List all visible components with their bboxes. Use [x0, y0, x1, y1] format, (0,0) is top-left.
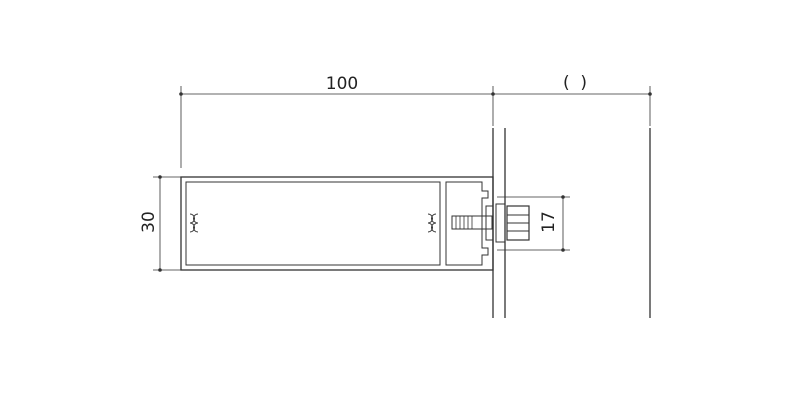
bolt-dimension: 17 — [497, 195, 570, 252]
washer — [495, 203, 506, 243]
dim-tick-bolt-top — [561, 195, 565, 199]
profile-main-chamber — [185, 181, 441, 266]
dimension-open-label: ( ) — [563, 73, 587, 93]
screw-port-left-mirror — [193, 213, 199, 233]
main-profile — [180, 176, 494, 271]
dim-tick-right — [648, 92, 652, 96]
top-dimension: 100 ( ) — [179, 73, 652, 168]
bolt-assembly — [451, 203, 530, 243]
screw-port-right — [427, 213, 433, 233]
dimension-width-label: 100 — [326, 74, 358, 94]
dim-tick-bottom — [158, 268, 162, 272]
screw-port-left — [189, 213, 195, 233]
dim-tick-top — [158, 175, 162, 179]
dim-tick-mid — [491, 92, 495, 96]
dimension-bolt-label: 17 — [539, 211, 559, 233]
dimension-height-label: 30 — [139, 211, 159, 233]
dim-tick-left — [179, 92, 183, 96]
profile-small-chamber — [445, 181, 489, 266]
screw-port-right-mirror — [431, 213, 437, 233]
slot-plate — [485, 205, 494, 241]
left-dimension: 30 — [139, 175, 184, 272]
dim-tick-bolt-bottom — [561, 248, 565, 252]
